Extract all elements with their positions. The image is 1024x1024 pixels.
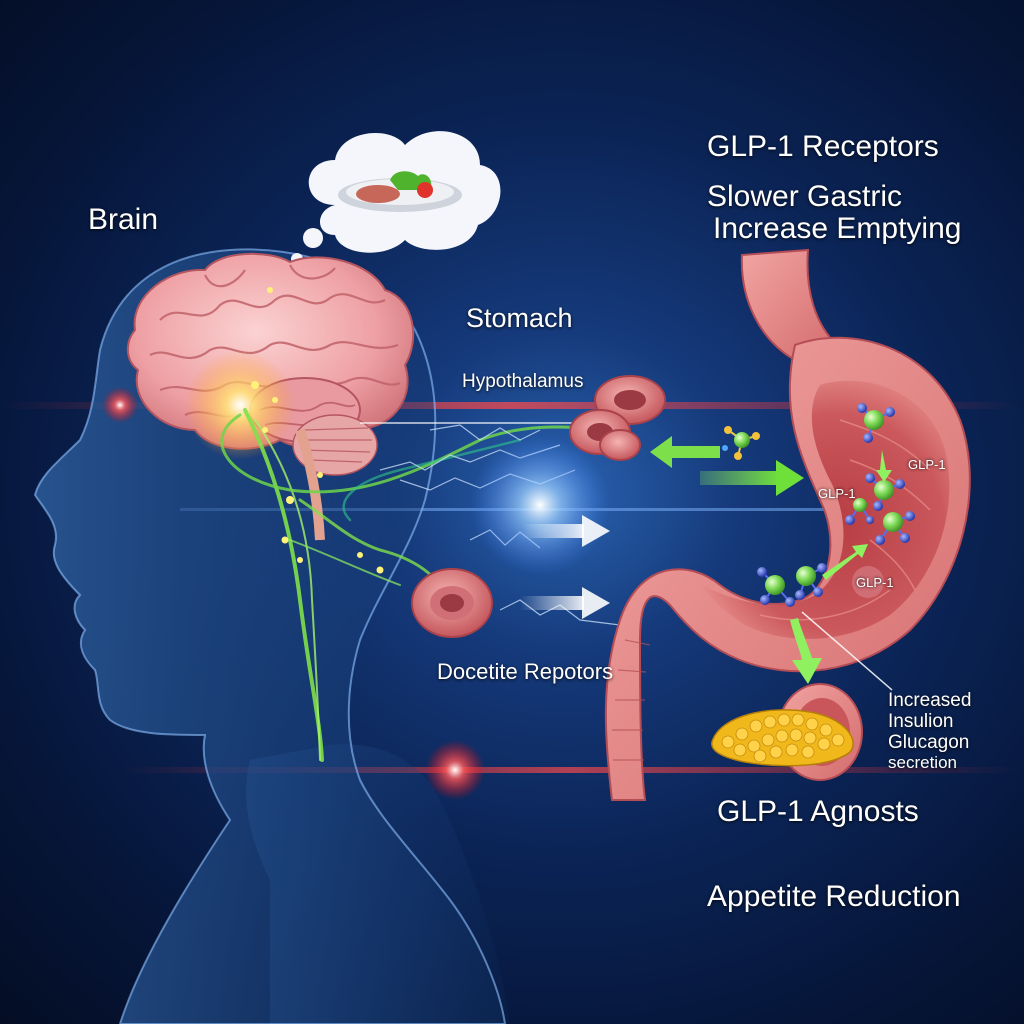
glp1-molecule-nodes (757, 403, 915, 607)
head-outline (33, 248, 507, 1024)
label-slower-gastric: Slower Gastric (707, 180, 903, 213)
arrow-right-icon (520, 515, 610, 619)
label-increase-emptying: Increase Emptying (713, 212, 962, 245)
label-stomach: Stomach (466, 303, 573, 333)
label-glucagon: Glucagon (888, 732, 970, 753)
pointer-line-insulin (801, 611, 893, 691)
red-flare-left (102, 387, 138, 423)
nerve-pathways (220, 408, 602, 762)
red-flare-bottom (425, 740, 485, 800)
nerve-sparks (251, 287, 384, 574)
center-light-flare (470, 435, 610, 575)
label-insulion: Insulion (888, 711, 954, 732)
glp1-molecule-icon (722, 426, 760, 460)
green-exchange-arrows (650, 436, 804, 496)
label-hypothalamus: Hypothalamus (462, 371, 584, 392)
label-glp1-agnosts: GLP-1 Agnosts (717, 795, 919, 828)
label-glp1-receptors: GLP-1 Receptors (707, 130, 939, 163)
light-streak-top (0, 402, 1024, 409)
receptor-cell-lower (411, 568, 493, 638)
pancreas-icon (711, 683, 863, 781)
receptor-cell-upper (569, 375, 666, 461)
label-docetite-repotors: Docetite Repotors (437, 659, 614, 684)
label-glp1-molecule-b: GLP-1 (818, 486, 856, 501)
light-streak-bottom (120, 767, 1020, 773)
food-plate-icon (338, 171, 462, 212)
label-brain: Brain (88, 203, 159, 236)
label-glp1-molecule-a: GLP-1 (908, 457, 946, 472)
label-secretion: secretion (888, 753, 957, 772)
label-appetite-reduction: Appetite Reduction (707, 880, 961, 913)
stomach-icon (604, 248, 971, 801)
label-glp1-molecule-c: GLP-1 (856, 575, 894, 590)
label-increased: Increased (888, 690, 972, 711)
hypothalamus-glow (185, 350, 295, 460)
green-flow-arrows (790, 450, 892, 684)
